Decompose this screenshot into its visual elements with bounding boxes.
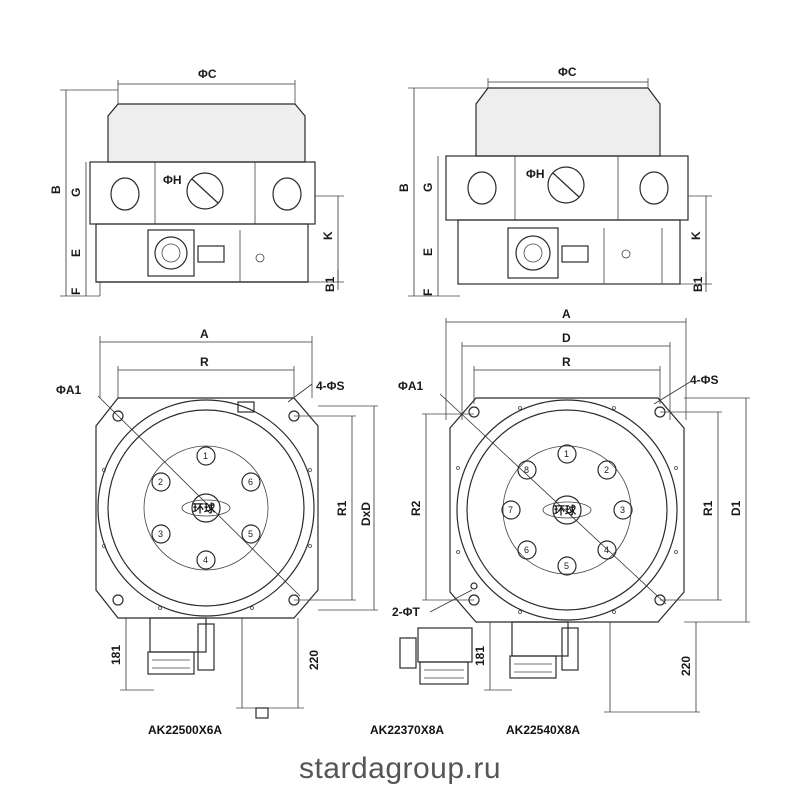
station-number: 6 — [524, 545, 529, 555]
model-label-left: AK22500X6A — [148, 723, 222, 737]
station-number: 3 — [158, 529, 163, 539]
station-number: 4 — [203, 555, 208, 565]
label-B-left: B — [49, 185, 63, 194]
label-DxD: DxD — [359, 502, 373, 526]
footer-watermark: stardagroup.ru — [298, 752, 502, 785]
label-B1-left: B1 — [323, 276, 337, 292]
label-phiH-right: ΦH — [526, 167, 545, 181]
label-181-left: 181 — [109, 645, 123, 665]
label-E-left: E — [69, 249, 83, 257]
label-phiH-left: ΦH — [163, 173, 182, 187]
label-4phiS-right: 4-ΦS — [690, 373, 719, 387]
label-K-left: K — [321, 231, 335, 240]
label-D1: D1 — [729, 500, 743, 516]
label-phiA1-left: ΦA1 — [56, 383, 82, 397]
label-G-right: G — [421, 183, 435, 192]
model-label-right: AK22540X8A — [506, 723, 580, 737]
label-E-right: E — [421, 248, 435, 256]
station-number: 3 — [620, 505, 625, 515]
plan-view-right — [399, 318, 750, 713]
station-number: 2 — [604, 465, 609, 475]
label-phiA1-right: ΦA1 — [398, 379, 424, 393]
logo-text-right: 环球 — [554, 503, 577, 517]
label-181-right: 181 — [473, 646, 487, 666]
station-number: 1 — [564, 449, 569, 459]
label-phiC-left: ΦC — [198, 67, 217, 81]
label-A-left: A — [200, 327, 209, 341]
station-holes-6 — [151, 446, 261, 570]
station-number: 8 — [524, 465, 529, 475]
station-number: 5 — [564, 561, 569, 571]
label-R-right: R — [562, 355, 571, 369]
label-G-left: G — [69, 188, 83, 197]
side-view-left — [60, 80, 344, 297]
label-A-right: A — [562, 307, 571, 321]
label-R2: R2 — [409, 500, 423, 516]
label-220-right: 220 — [679, 656, 693, 676]
station-number: 4 — [604, 545, 609, 555]
label-4phiS-left: 4-ΦS — [316, 379, 345, 393]
label-D-right: D — [562, 331, 571, 345]
label-B-right: B — [397, 183, 411, 192]
station-number: 7 — [508, 505, 513, 515]
station-number: 5 — [248, 529, 253, 539]
label-F-left: F — [69, 288, 83, 295]
label-B1-right: B1 — [691, 276, 705, 292]
label-K-right: K — [689, 231, 703, 240]
logo-text-left: 环球 — [193, 501, 216, 515]
plan-view-left — [95, 336, 378, 719]
station-number: 2 — [158, 477, 163, 487]
label-F-right: F — [421, 289, 435, 296]
label-2phiT: 2-ΦT — [392, 605, 421, 619]
label-phiC-right: ΦC — [558, 65, 577, 79]
label-220-left: 220 — [307, 650, 321, 670]
label-R1-left: R1 — [335, 500, 349, 516]
station-number: 1 — [203, 451, 208, 461]
label-R1-right: R1 — [701, 500, 715, 516]
station-number: 6 — [248, 477, 253, 487]
model-label-middle: AK22370X8A — [370, 723, 444, 737]
station-holes-8 — [501, 444, 633, 576]
side-view-right — [408, 78, 712, 297]
label-R-left: R — [200, 355, 209, 369]
